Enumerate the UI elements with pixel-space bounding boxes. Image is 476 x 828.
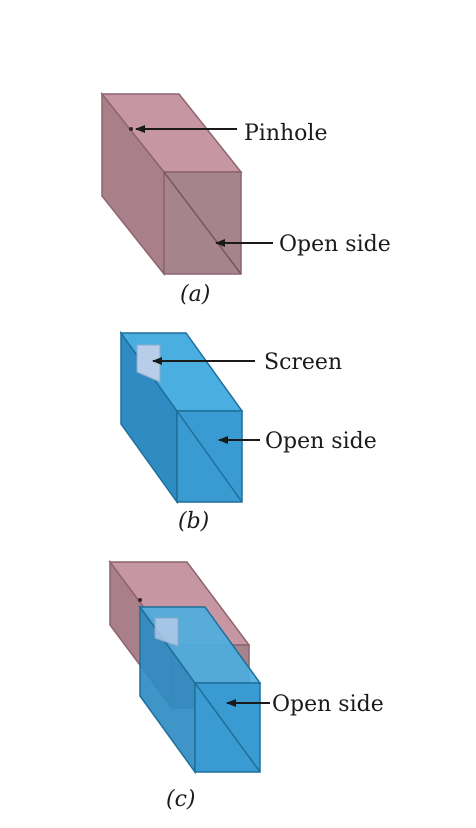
open-side-b-label: Open side xyxy=(265,429,377,454)
box-a-pinhole xyxy=(100,91,243,277)
box-b-screen xyxy=(119,330,244,505)
caption-b: (b) xyxy=(178,509,209,534)
caption-a: (a) xyxy=(180,282,210,307)
pinhole-dot-c xyxy=(138,598,142,602)
caption-c: (c) xyxy=(166,787,196,812)
screen-patch xyxy=(136,344,161,383)
box-c-combined xyxy=(108,559,262,775)
open-side-a-label: Open side xyxy=(279,232,391,257)
open-side-c-label: Open side xyxy=(272,692,384,717)
box-b-diagonal xyxy=(176,410,243,503)
box-c-diagonal xyxy=(194,682,261,773)
box-a-diagonal xyxy=(163,171,242,275)
pinhole-label: Pinhole xyxy=(244,121,327,146)
screen-label: Screen xyxy=(264,350,342,375)
screen-patch-c xyxy=(154,617,179,647)
pinhole-dot xyxy=(129,127,133,131)
